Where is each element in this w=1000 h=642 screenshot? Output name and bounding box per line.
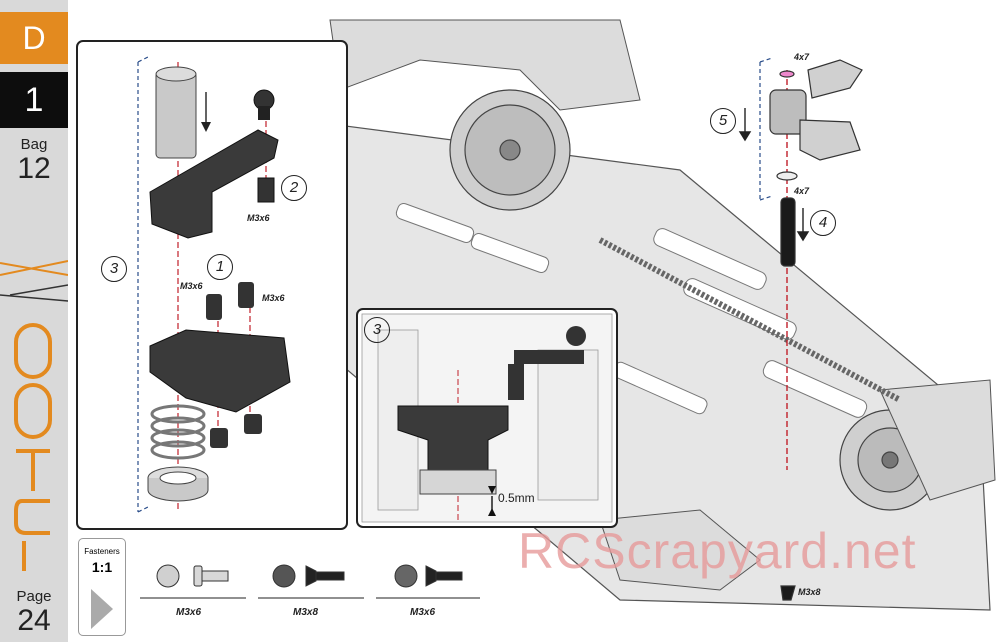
detail-drawing (361, 313, 613, 523)
washer-bottom-label: 4x7 (794, 186, 810, 196)
chassis-screw-label: M3x8 (798, 587, 821, 597)
step-3-marker: 3 (101, 256, 127, 282)
fastener-item-3: M3x6 (410, 607, 436, 618)
fastener-item-2: M3x8 (293, 607, 319, 618)
step-2-marker: 2 (281, 175, 307, 201)
brand-logo-icon (0, 260, 68, 571)
fasteners-label: Fasteners (84, 547, 120, 556)
bag-label: Bag (20, 136, 48, 153)
step-1-marker: 1 (207, 254, 233, 280)
step-badge: 1 (0, 72, 68, 128)
step-5-marker: 5 (710, 108, 736, 134)
left-screw-b-label: M3x6 (262, 293, 285, 303)
page-label: Page (16, 588, 52, 605)
gap-measurement: 0.5mm (498, 491, 535, 505)
washer-top-label: 4x7 (794, 52, 810, 62)
page-number: 24 (17, 604, 51, 637)
top-screw-label: M3x6 (247, 213, 270, 223)
watermark: RCScrapyard.net (518, 523, 917, 579)
section-badge: D (0, 12, 68, 64)
fastener-item-1: M3x6 (176, 607, 202, 618)
play-arrow-icon (91, 589, 113, 629)
exploded-view-panel (76, 40, 348, 530)
fasteners-box: Fasteners 1:1 (78, 538, 126, 636)
exploded-parts-drawing (137, 55, 291, 513)
bag-number: 12 (17, 152, 51, 185)
sidebar: D 1 Bag 12 Page 24 (0, 0, 68, 642)
detail-view-panel (356, 308, 618, 528)
left-screw-a-label: M3x6 (180, 281, 203, 291)
fasteners-scale: 1:1 (91, 559, 113, 575)
step-4-marker: 4 (810, 210, 836, 236)
step-3-detail-marker: 3 (364, 317, 390, 343)
